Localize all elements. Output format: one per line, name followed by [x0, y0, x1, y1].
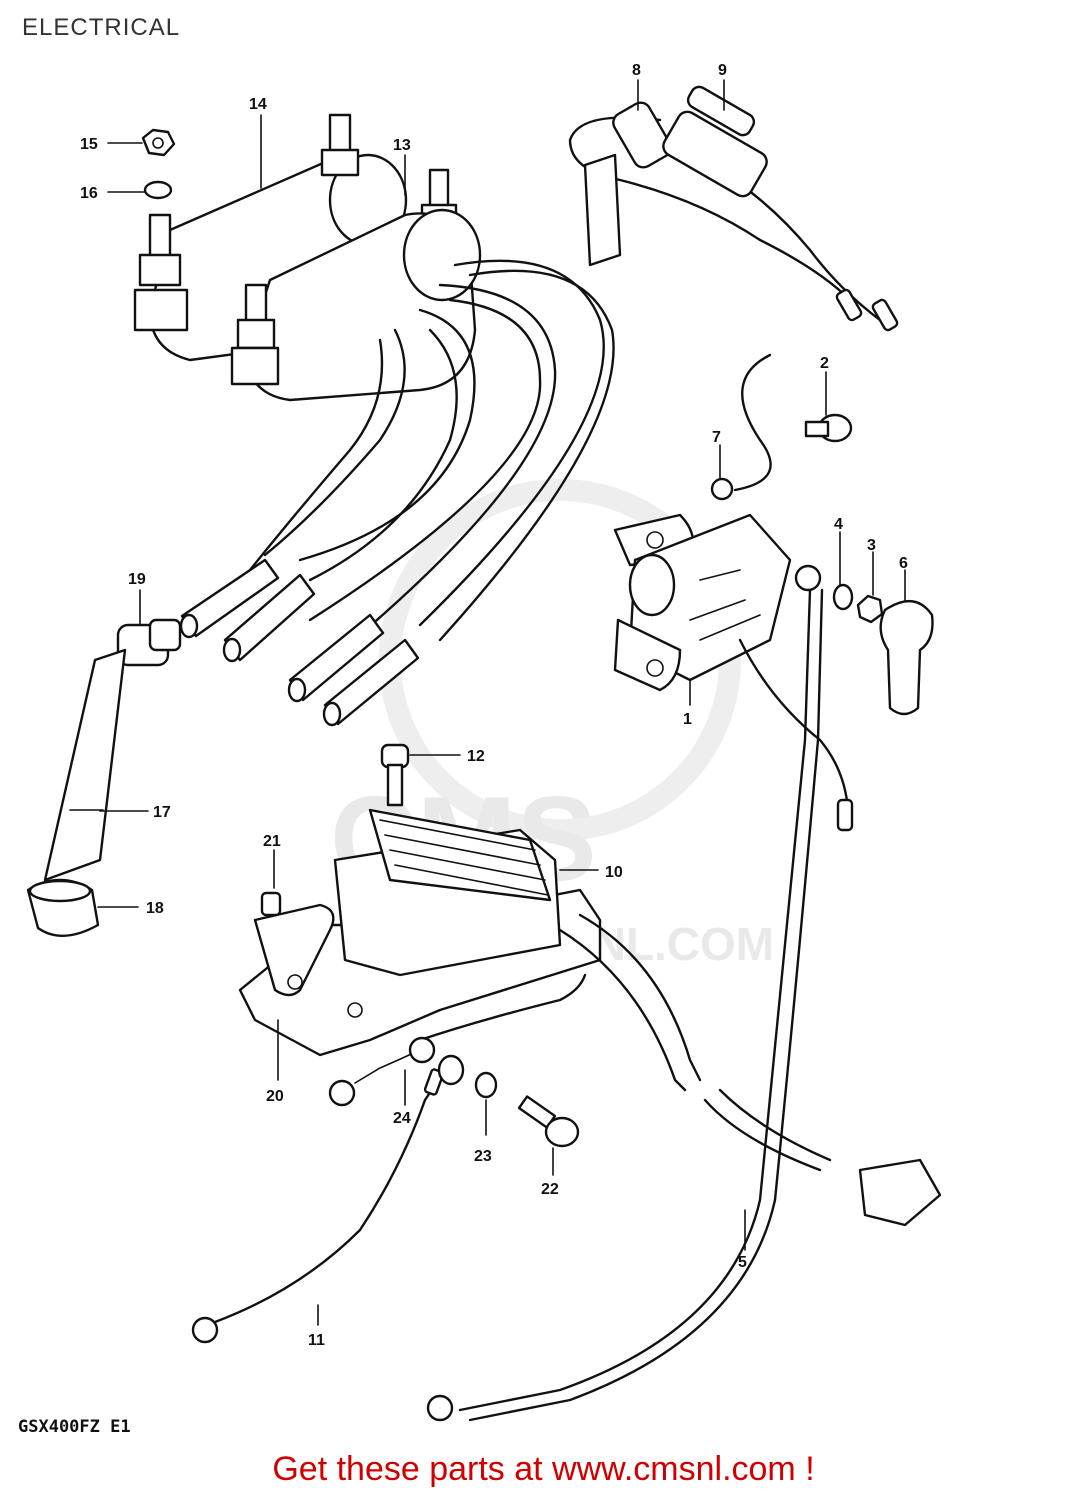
- callout-3: 3: [867, 537, 876, 554]
- callout-1: 1: [683, 711, 692, 728]
- callout-24: 24: [393, 1110, 411, 1127]
- callout-4: 4: [834, 516, 843, 533]
- callout-21: 21: [263, 833, 281, 850]
- callout-20: 20: [266, 1088, 284, 1105]
- callout-labels: 1 2 3 4 5 6 7 8 9 10 11 12 13 14 15 16 1…: [80, 62, 908, 1349]
- callout-17: 17: [153, 804, 171, 821]
- callout-19: 19: [128, 571, 146, 588]
- callout-7: 7: [712, 429, 721, 446]
- spark-plug-cap: [26, 618, 182, 938]
- callout-13: 13: [393, 137, 411, 154]
- earth-lead-11: [191, 1068, 445, 1344]
- callout-16: 16: [80, 185, 98, 202]
- callout-11: 11: [308, 1332, 325, 1349]
- washer-16: [143, 180, 173, 200]
- callout-23: 23: [474, 1148, 492, 1165]
- footer-link-text[interactable]: Get these parts at www.cmsnl.com !: [272, 1450, 815, 1488]
- relay-lead-7: [733, 353, 772, 492]
- terminal-24: [408, 1036, 436, 1064]
- washer-4: [832, 583, 854, 611]
- nut-15: [141, 128, 176, 157]
- parts-diagram: CMS WWW.CMSNL.COM: [18, 62, 942, 1437]
- callout-18: 18: [146, 900, 164, 917]
- bolt-22: [517, 1095, 580, 1148]
- leader-lines: [97, 79, 906, 1326]
- terminal-7: [710, 477, 734, 501]
- starter-relay: [613, 513, 792, 692]
- nut-3: [856, 594, 884, 624]
- page-title: ELECTRICAL: [22, 14, 181, 41]
- washer-24: [437, 1054, 465, 1086]
- cap-6: [879, 600, 934, 716]
- callout-12: 12: [467, 748, 485, 765]
- model-code: GSX400FZ E1: [18, 1417, 131, 1437]
- callout-2: 2: [820, 355, 829, 372]
- fuse-holder: [568, 85, 899, 332]
- high-tension-leads: [179, 259, 615, 727]
- callout-10: 10: [605, 864, 623, 881]
- callout-8: 8: [632, 62, 641, 79]
- washer-23: [474, 1071, 498, 1099]
- battery-cable: [426, 564, 854, 1422]
- callout-14: 14: [249, 96, 267, 113]
- callout-9: 9: [718, 62, 727, 79]
- callout-15: 15: [80, 136, 98, 153]
- bolt-2: [804, 413, 853, 443]
- regulator-rectifier: [238, 743, 942, 1227]
- callout-6: 6: [899, 555, 908, 572]
- ignition-coil-front: [230, 208, 482, 402]
- callout-22: 22: [541, 1181, 559, 1198]
- callout-5: 5: [738, 1254, 747, 1271]
